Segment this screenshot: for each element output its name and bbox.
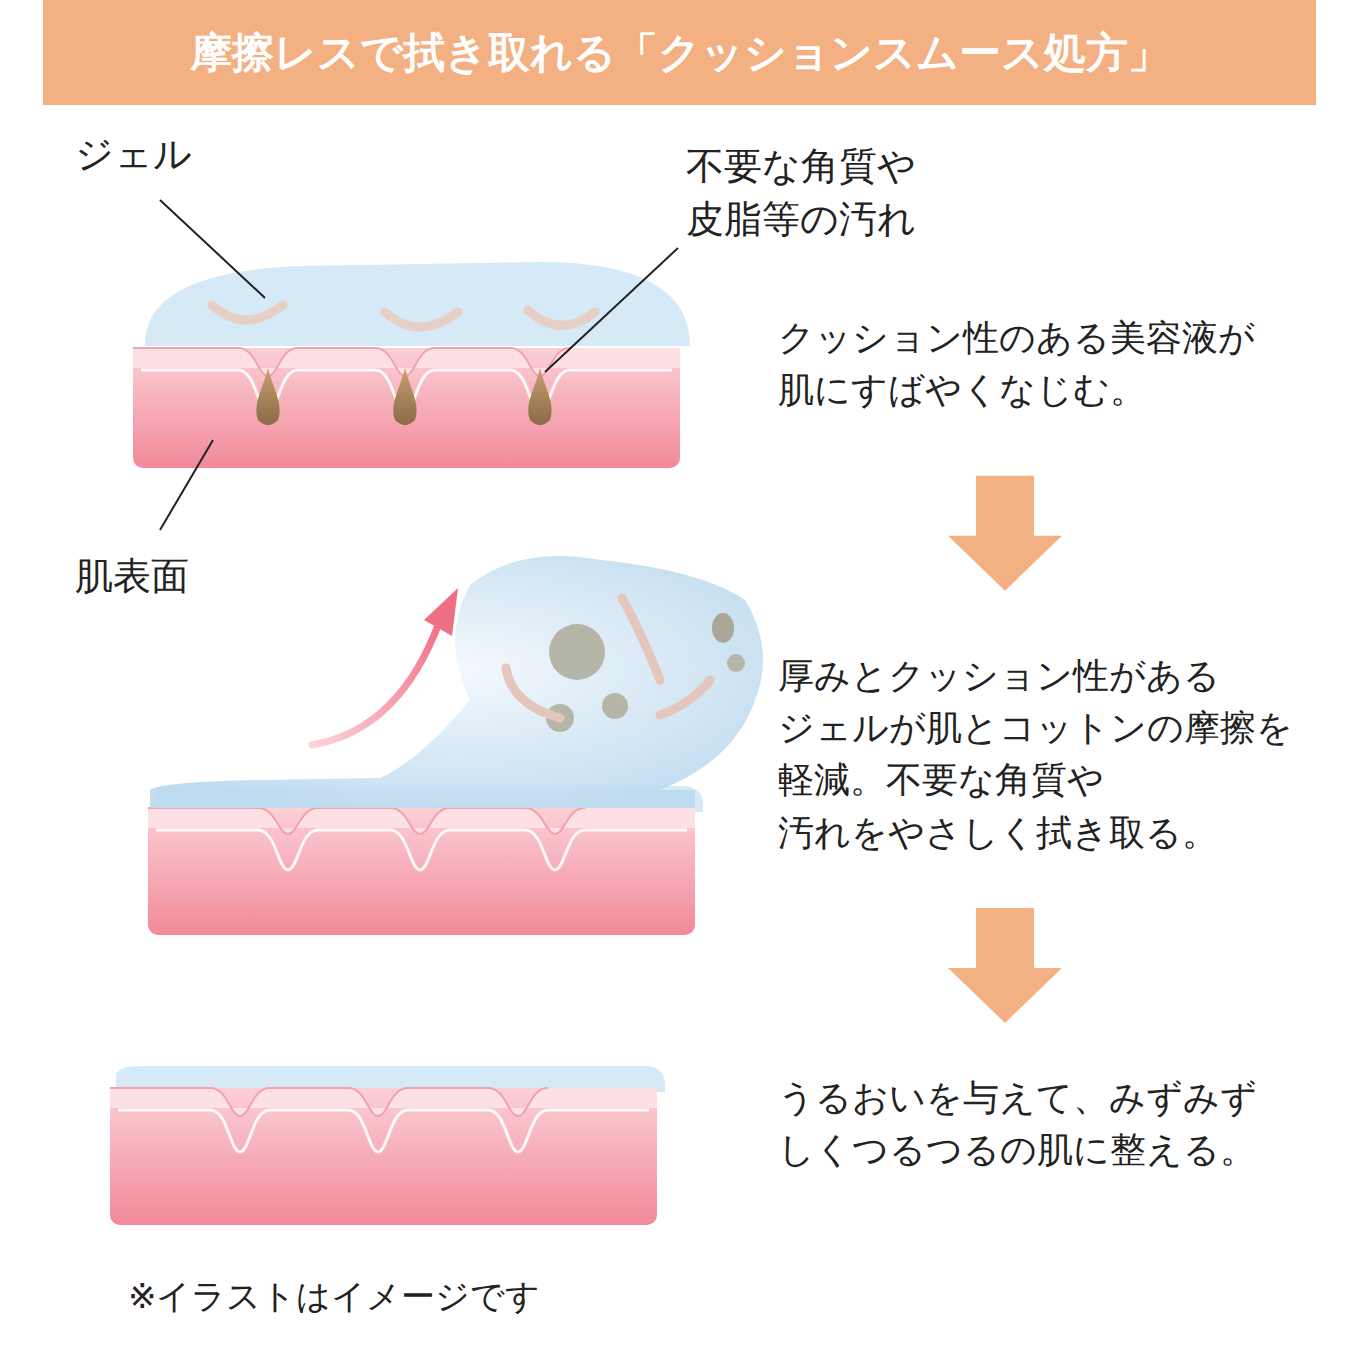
title: 摩擦レスで拭き取れる「クッションスムース処方」 [190,25,1170,81]
step-text: うるおいを与えて、みずみず しくつるつるの肌に整える。 [778,1072,1326,1176]
part-label: 不要な角質や 皮脂等の汚れ [686,140,961,246]
lift-arrow-head [424,588,458,636]
lift-arrow [312,620,440,745]
gel-blob [150,556,763,808]
skin-layer [148,786,703,935]
step-text-box: うるおいを与えて、みずみず しくつるつるの肌に整える。 [778,1072,1326,1176]
step-text: 厚みとクッション性がある ジェルが肌とコットンの摩擦を 軽減。不要な角質や 汚れ… [778,650,1326,859]
flow-arrow [948,908,1062,1023]
part-label: ジェル [75,128,375,181]
dirt-particle [506,598,745,732]
leader-line [160,200,678,530]
skin-layer [133,348,680,468]
caption: ※イラストはイメージです [128,1272,541,1321]
skin-layer [110,1066,665,1225]
sebum-drop [528,368,551,425]
part-label: 肌表面 [75,550,375,603]
step-text-box: 厚みとクッション性がある ジェルが肌とコットンの摩擦を 軽減。不要な角質や 汚れ… [778,650,1326,859]
dead-skin-flake [212,305,595,327]
gel-layer [145,262,690,346]
sebum-drop [256,368,279,425]
flow-arrow [948,476,1062,591]
step-text: クッション性のある美容液が 肌にすばやくなじむ。 [778,312,1326,416]
title-bar: 摩擦レスで拭き取れる「クッションスムース処方」 [43,0,1316,105]
sebum-drop [393,368,416,425]
step-text-box: クッション性のある美容液が 肌にすばやくなじむ。 [778,312,1326,416]
